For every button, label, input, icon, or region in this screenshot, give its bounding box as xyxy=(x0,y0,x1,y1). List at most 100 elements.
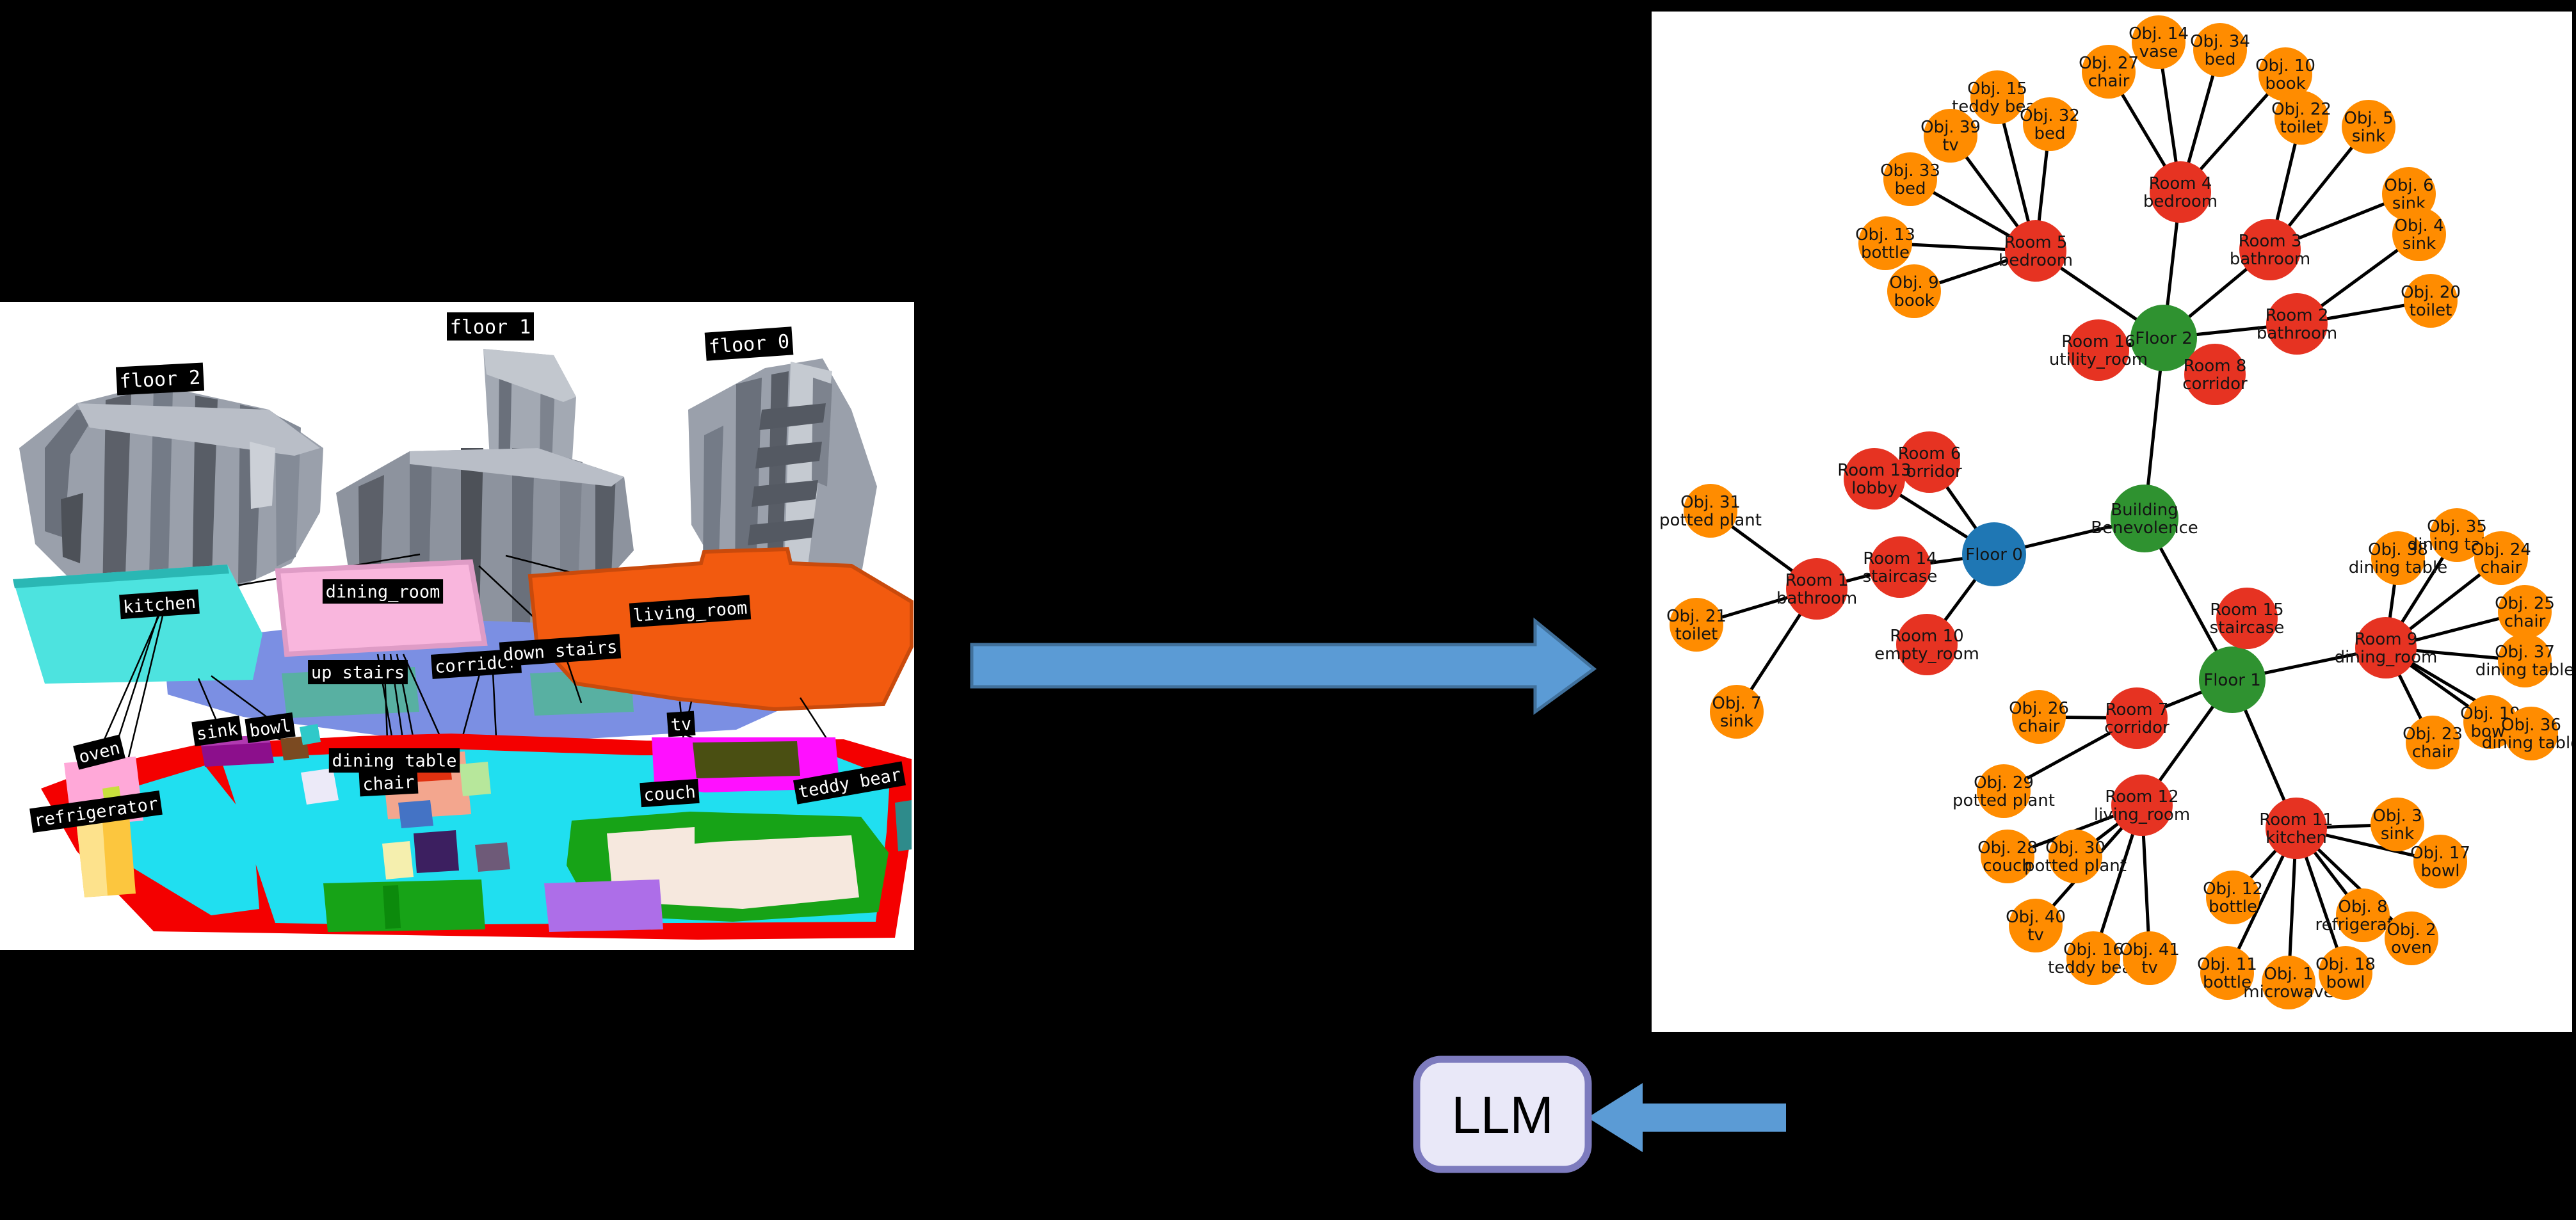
map-to-graph-arrow xyxy=(970,617,1597,715)
map-label-floor-2: floor 2 xyxy=(115,362,205,396)
graph-node-O6 xyxy=(2382,167,2436,221)
graph-node-R3 xyxy=(2239,219,2301,280)
graph-node-O23 xyxy=(2406,716,2459,769)
svg-text:floor 2: floor 2 xyxy=(119,367,201,394)
graph-node-O31 xyxy=(1684,484,1737,538)
floor-labels: floor 2 floor 1 floor 0 xyxy=(115,312,794,396)
graph-node-O39 xyxy=(1924,109,1977,163)
floor-0-pointcloud xyxy=(688,358,877,608)
graph-node-O19 xyxy=(2463,695,2517,749)
map-label-floor-0: floor 0 xyxy=(704,326,794,361)
graph-node-O34 xyxy=(2193,23,2247,77)
graph-node-O5 xyxy=(2342,100,2395,154)
graph-node-R14 xyxy=(1869,536,1931,598)
graph-node-O22 xyxy=(2274,91,2328,145)
graph-node-R10 xyxy=(1896,614,1958,675)
map-label-dining_room: dining_room xyxy=(322,579,444,604)
graph-node-R5 xyxy=(2005,220,2066,282)
map-label-dining-table: dining table xyxy=(328,748,460,773)
purple-rug xyxy=(544,879,663,932)
graph-node-O24 xyxy=(2474,531,2528,585)
map-label-tv: tv xyxy=(666,710,696,737)
chair-shape xyxy=(460,762,491,796)
map-label-living_room: living_room xyxy=(629,595,752,628)
map-label-floor-1: floor 1 xyxy=(447,312,534,341)
graph-node-R16 xyxy=(2068,319,2129,381)
graph-node-O26 xyxy=(2012,690,2066,744)
graph-node-O8 xyxy=(2336,888,2390,942)
tv-screen xyxy=(693,741,800,778)
graph-node-F1 xyxy=(2199,646,2266,713)
map-label-couch: couch xyxy=(640,778,700,808)
graph-node-O32 xyxy=(2023,97,2077,151)
graph-node-O12 xyxy=(2206,871,2260,924)
living-room-slab xyxy=(527,547,914,712)
graph-node-O37 xyxy=(2498,634,2552,687)
graph-node-O35 xyxy=(2430,508,2484,562)
svg-text:up stairs: up stairs xyxy=(311,663,405,683)
graph-node-O7 xyxy=(1710,685,1764,739)
map-label-sink: sink xyxy=(191,715,243,747)
graph-node-F2 xyxy=(2130,305,2197,371)
graph-node-O16 xyxy=(2066,931,2120,985)
graph-node-O33 xyxy=(1883,152,1937,206)
graph-node-R1 xyxy=(1786,558,1847,620)
llm-label: LLM xyxy=(1451,1086,1554,1144)
bowl-shape xyxy=(280,736,309,760)
svg-text:tv: tv xyxy=(670,714,693,735)
graph-node-O18 xyxy=(2319,946,2372,1000)
graph-node-O41 xyxy=(2123,931,2177,985)
graph-node-R7 xyxy=(2106,687,2168,749)
graph-node-B xyxy=(2111,485,2178,552)
graph-node-O38 xyxy=(2371,531,2425,585)
graph-node-R4 xyxy=(2150,161,2211,223)
map-label-down-stairs: down stairs xyxy=(499,634,622,667)
graph-node-O28 xyxy=(1981,830,2034,883)
graph-node-O30 xyxy=(2049,830,2102,883)
graph-node-O40 xyxy=(2009,899,2063,952)
svg-text:chair: chair xyxy=(362,773,415,795)
graph-node-label-F2: Floor 2 xyxy=(2135,329,2193,348)
graph-node-R6 xyxy=(1899,431,1960,493)
graph-node-R9 xyxy=(2355,617,2417,678)
graph-node-R13 xyxy=(1844,448,1905,510)
kitchen-slab xyxy=(13,565,262,684)
graph-node-O13 xyxy=(1858,216,1912,270)
svg-text:floor 1: floor 1 xyxy=(450,316,531,339)
